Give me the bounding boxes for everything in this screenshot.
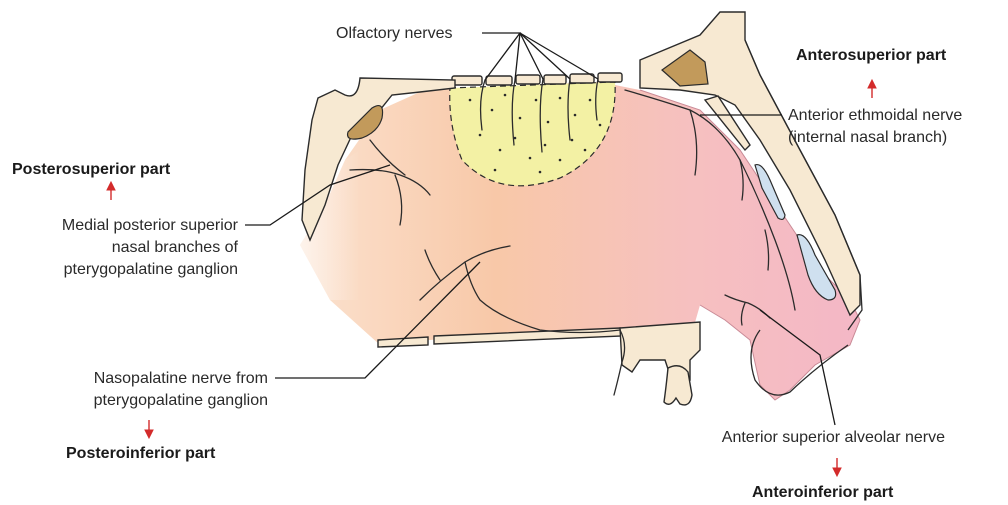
label-anterior-superior-alveolar: Anterior superior alveolar nerve [722,429,945,446]
label-anterior-ethmoidal-1: Anterior ethmoidal nerve [788,107,962,124]
label-olfactory-nerves: Olfactory nerves [336,25,452,42]
region-posterosuperior: Posterosuperior part [12,161,171,178]
label-nasopalatine-2: pterygopalatine ganglion [94,392,268,409]
label-medial-posterior-3: pterygopalatine ganglion [64,261,238,278]
region-posteroinferior: Posteroinferior part [66,445,216,462]
arrow-up-anterosuperior-icon [868,80,876,98]
label-anterior-ethmoidal-2: (internal nasal branch) [788,129,947,146]
incisor-tooth [664,366,692,405]
region-anterosuperior: Anterosuperior part [796,47,947,64]
arrow-up-posterosuperior-icon [107,182,115,200]
label-nasopalatine-1: Nasopalatine nerve from [94,370,268,387]
arrow-down-anteroinferior-icon [833,458,841,476]
region-anteroinferior: Anteroinferior part [752,484,894,501]
label-medial-posterior-1: Medial posterior superior [62,217,239,234]
arrow-down-posteroinferior-icon [145,420,153,438]
label-medial-posterior-2: nasal branches of [112,239,239,256]
